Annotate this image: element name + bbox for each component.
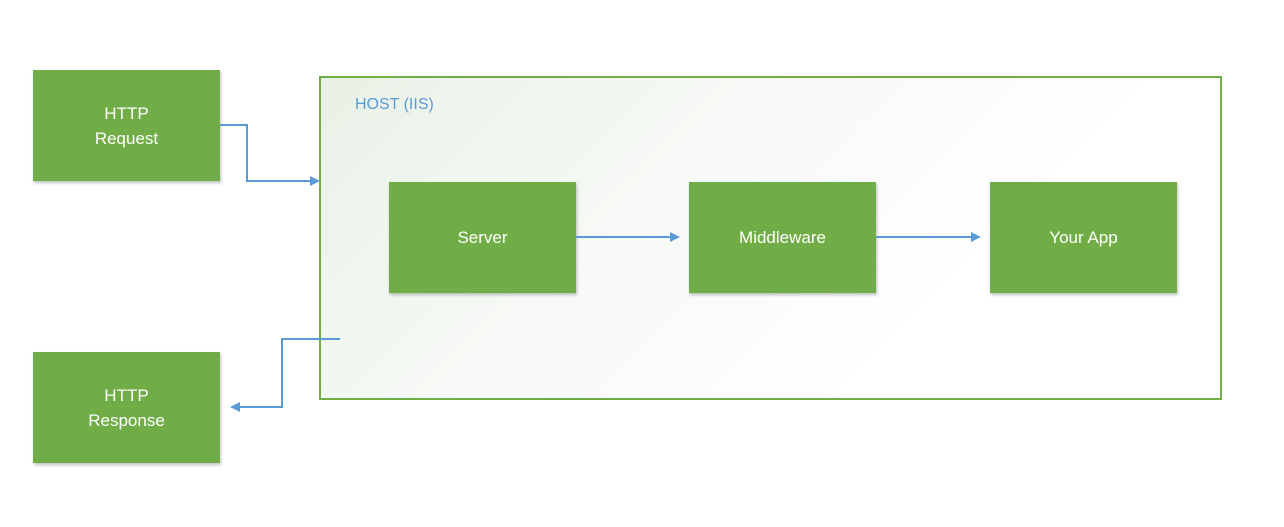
middleware-node: Middleware [689,182,876,293]
host-label: HOST (IIS) [355,96,434,113]
http-request-node: HTTP Request [33,70,220,181]
request-to-host-arrow [220,124,320,186]
http-request-label-line1: HTTP [104,103,149,123]
server-label: Server [457,228,508,247]
your-app-label: Your App [1049,228,1118,247]
http-response-label-line1: HTTP [104,385,149,405]
your-app-node: Your App [990,182,1177,293]
http-request-label-line2: Request [94,128,159,148]
server-node: Server [389,182,576,293]
middleware-label: Middleware [739,228,826,247]
http-response-node: HTTP Response [33,352,220,463]
http-response-label-line2: Response [88,410,165,430]
